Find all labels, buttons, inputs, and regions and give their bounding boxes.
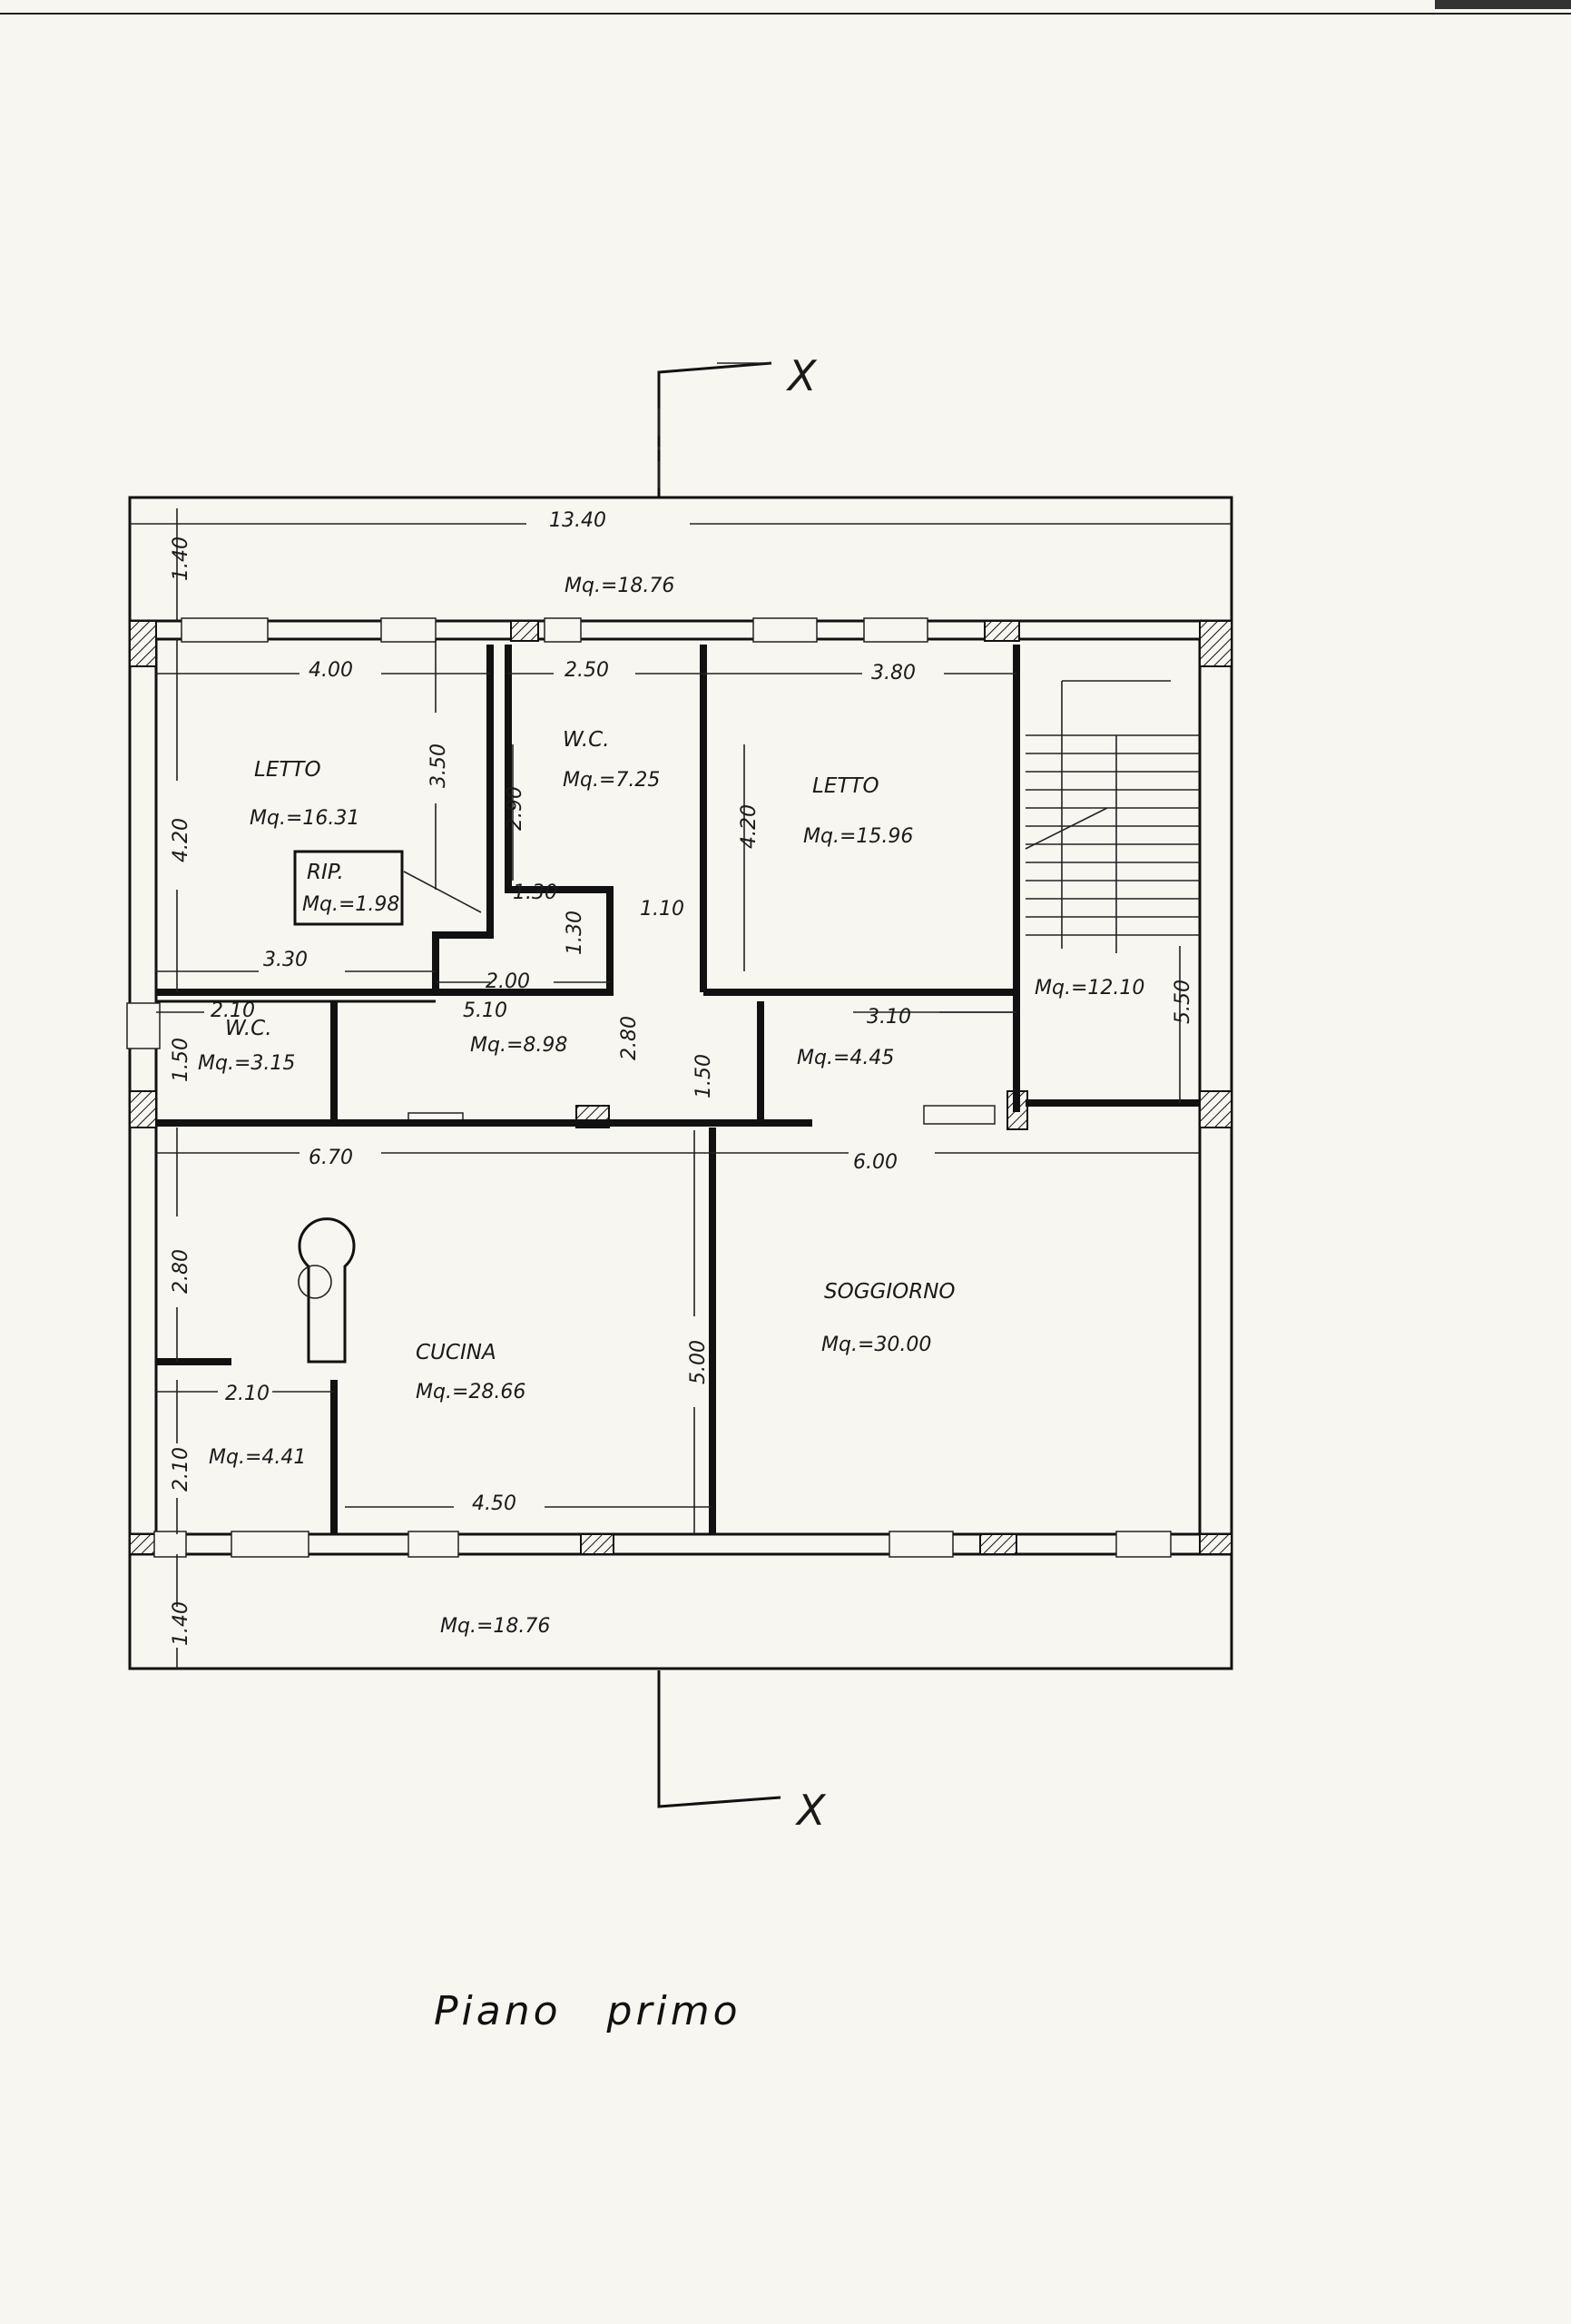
outer-walls <box>128 619 1233 1556</box>
page-top-edge <box>0 0 1571 15</box>
dim-stair-depth: 5.50 <box>1172 980 1194 1024</box>
dimension-lines <box>130 508 1232 1669</box>
dim-cucina-bottom: 4.50 <box>472 1492 516 1515</box>
hall-area: Mq.=4.45 <box>797 1047 894 1069</box>
terrace-top-outline <box>128 496 1233 623</box>
wc-left-area: Mq.=3.15 <box>198 1052 295 1075</box>
wc-top-area: Mq.=7.25 <box>563 769 660 792</box>
caption-floor-word: Piano <box>434 1988 562 2034</box>
terrace-bottom-area: Mq.=18.76 <box>440 1615 550 1638</box>
dim-soggiorno-width: 6.00 <box>853 1151 898 1174</box>
dim-hall-width: 3.10 <box>867 1006 911 1029</box>
terrace-top-area: Mq.=18.76 <box>565 575 674 597</box>
dim-total-width: 13.40 <box>549 509 606 532</box>
dim-wc-left-width: 2.10 <box>211 1000 255 1022</box>
dim-rip-depth: 1.30 <box>564 911 586 955</box>
dim-letto-left-bottom: 3.30 <box>263 949 308 971</box>
section-label-bottom: X <box>795 1786 827 1835</box>
letto-left-name: LETTO <box>254 758 321 782</box>
dim-wc-top-width: 2.50 <box>565 659 609 682</box>
plan-caption: Piano primo <box>434 1988 787 2034</box>
rip-area: Mq.=1.98 <box>302 893 399 916</box>
page-corner-shadow <box>1435 0 1571 9</box>
rip-name: RIP. <box>307 861 344 884</box>
dim-letto-right-depth: 4.20 <box>738 804 761 849</box>
dim-corridor-depth: 2.80 <box>618 1016 641 1060</box>
dim-cucina-width: 6.70 <box>309 1147 353 1169</box>
wc-top-name: W.C. <box>563 728 610 752</box>
soggiorno-area: Mq.=30.00 <box>821 1334 931 1356</box>
structural-pillars <box>129 620 1232 1555</box>
dim-pantry-width: 2.10 <box>225 1383 270 1405</box>
caption-level-word: primo <box>606 1988 741 2034</box>
corridor-area: Mq.=8.98 <box>470 1034 567 1057</box>
terrace-bottom-outline <box>128 1552 1233 1670</box>
cucina-area: Mq.=28.66 <box>416 1381 525 1403</box>
section-mark-bottom: X <box>657 1670 827 1835</box>
dim-terrace-bottom-depth: 1.40 <box>170 1601 192 1646</box>
dim-rip-bottom: 2.00 <box>486 970 530 993</box>
interior-walls <box>156 645 1200 1534</box>
dim-terrace-top-depth: 1.40 <box>170 537 192 581</box>
section-mark-top: X <box>657 351 818 497</box>
letto-left-area: Mq.=16.31 <box>250 807 359 830</box>
dim-pantry-upper: 2.80 <box>170 1249 192 1294</box>
window-openings <box>126 617 1172 1558</box>
dim-cucina-depth: 5.00 <box>687 1340 710 1384</box>
letto-right-name: LETTO <box>812 774 879 798</box>
dim-door-width: 1.10 <box>640 898 684 921</box>
rip-leader-line <box>403 871 482 913</box>
soggiorno-name: SOGGIORNO <box>824 1280 956 1304</box>
dim-wc-top-depth: 2.90 <box>504 786 526 831</box>
stair-area: Mq.=12.10 <box>1035 977 1144 1000</box>
pantry-area: Mq.=4.41 <box>209 1446 306 1469</box>
letto-right-area: Mq.=15.96 <box>803 825 913 848</box>
staircase <box>1025 680 1200 953</box>
cucina-name: CUCINA <box>416 1341 496 1364</box>
dim-letto-left-partial: 3.50 <box>427 743 450 788</box>
wc-left-name: W.C. <box>225 1017 272 1040</box>
dim-wc-left-depth: 1.50 <box>170 1038 192 1082</box>
dim-hall-depth: 1.50 <box>692 1054 715 1098</box>
chimney-fixture <box>298 1217 356 1364</box>
dim-letto-left-width: 4.00 <box>309 659 353 682</box>
dim-pantry-lower: 2.10 <box>170 1447 192 1492</box>
rip-label-box <box>293 850 404 926</box>
section-label-top: X <box>786 351 818 400</box>
dim-rip-width: 1.30 <box>513 881 557 904</box>
dim-letto-right-width: 3.80 <box>871 662 916 684</box>
dim-corridor-width: 5.10 <box>463 1000 507 1022</box>
dim-letto-left-depth: 4.20 <box>170 818 192 862</box>
